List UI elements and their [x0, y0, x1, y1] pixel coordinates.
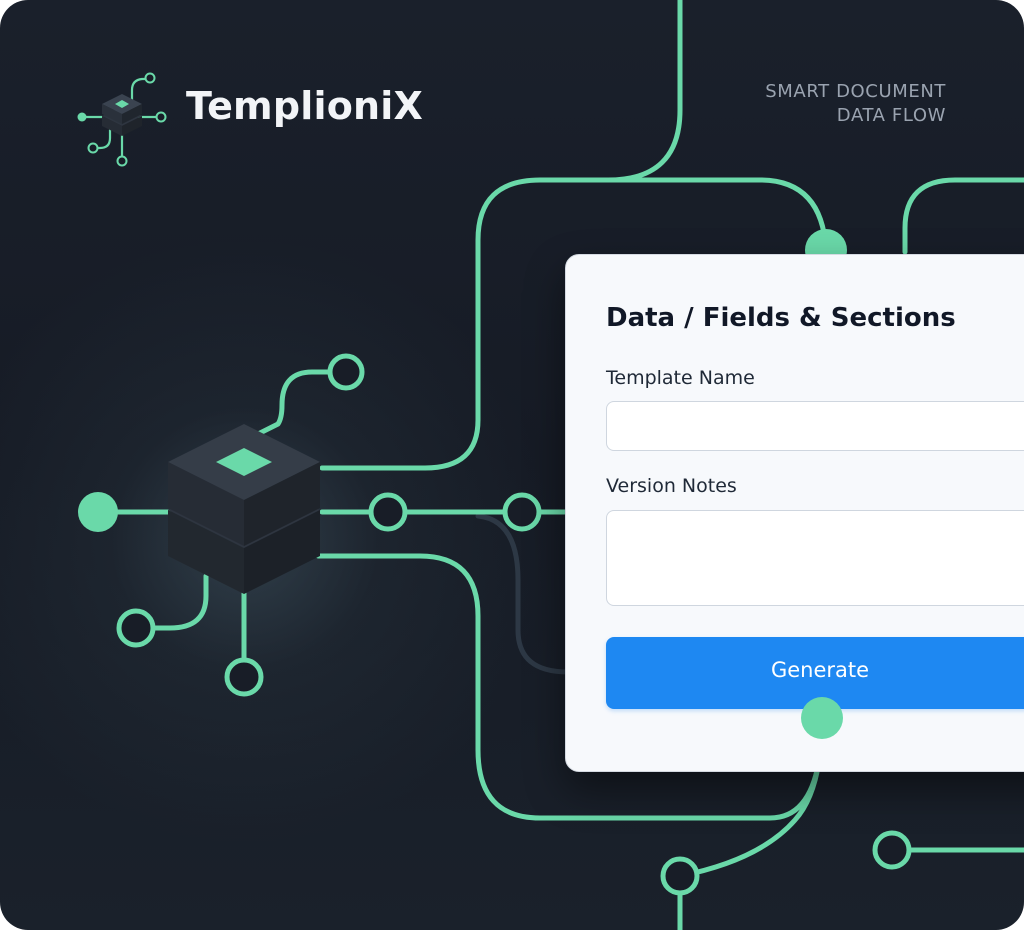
version-notes-label: Version Notes [606, 475, 737, 497]
generate-button[interactable]: Generate [606, 637, 1024, 709]
version-notes-textarea[interactable] [606, 510, 1024, 606]
chip-icon [168, 424, 320, 594]
brand-name: TemplioniX [186, 84, 423, 128]
form-title: Data / Fields & Sections [606, 303, 956, 333]
generate-button-label: Generate [770, 658, 870, 682]
tagline: SMART DOCUMENT DATA FLOW [765, 80, 946, 128]
template-name-input[interactable] [606, 401, 1024, 451]
template-name-label: Template Name [606, 367, 755, 389]
tagline-line-1: SMART DOCUMENT [765, 81, 946, 102]
form-card: Data / Fields & Sections Template Name V… [565, 254, 1024, 772]
tagline-line-2: DATA FLOW [836, 105, 946, 126]
brand-logo-icon [77, 72, 167, 167]
